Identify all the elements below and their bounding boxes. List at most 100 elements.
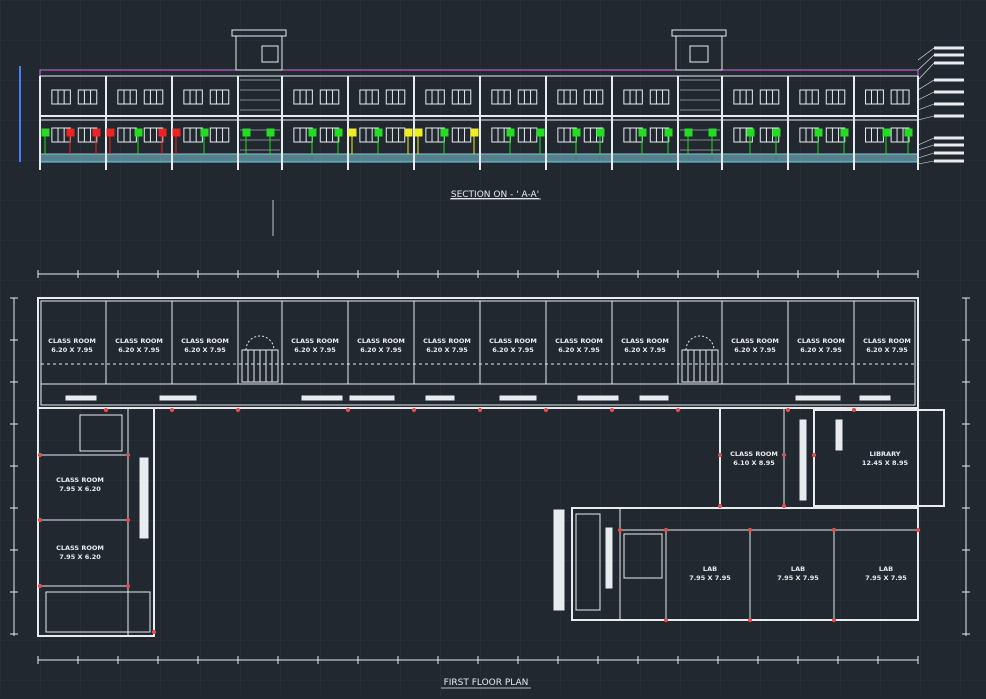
column-marker (235, 407, 241, 413)
fixture (605, 527, 613, 589)
column-marker (37, 452, 43, 458)
section-leader (917, 159, 964, 165)
section-door (536, 128, 545, 154)
column-marker (663, 527, 669, 533)
column-marker (345, 407, 351, 413)
section-leader (917, 151, 964, 159)
column-marker (103, 407, 109, 413)
section-door (414, 128, 423, 154)
section-window (649, 89, 670, 105)
room-name: CLASS ROOM (555, 337, 603, 345)
section-door (746, 128, 755, 154)
section-window (557, 89, 577, 105)
stair-tower-left-window (261, 45, 279, 63)
section-door (66, 128, 75, 154)
room-dimension: 6.20 X 7.95 (184, 346, 226, 354)
room-name: CLASS ROOM (423, 337, 471, 345)
section-door (172, 128, 181, 154)
room-name: LAB (703, 565, 717, 573)
room-dimension: 7.95 X 6.20 (59, 485, 101, 493)
corridor-window (65, 395, 97, 401)
section-door (134, 128, 143, 154)
room-dimension: 12.45 X 8.95 (862, 459, 909, 467)
column-marker (675, 407, 681, 413)
column-marker (831, 617, 837, 623)
plan-title: FIRST FLOOR PLAN (444, 678, 529, 688)
column-marker (37, 583, 43, 589)
section-door (470, 128, 479, 154)
fixture (139, 457, 149, 539)
corridor-window (425, 395, 455, 401)
column-marker (781, 452, 787, 458)
section-window (825, 89, 846, 105)
room-name: LAB (791, 565, 805, 573)
section-door (664, 128, 673, 154)
corridor-window (859, 395, 891, 401)
fixture (799, 419, 807, 501)
room-name: CLASS ROOM (56, 476, 104, 484)
column-marker (785, 407, 791, 413)
room-name: CLASS ROOM (115, 337, 163, 345)
room-name: LIBRARY (870, 450, 901, 458)
section-window (143, 89, 164, 105)
section-leader (917, 102, 964, 111)
column-marker (617, 527, 623, 533)
section-window (491, 89, 511, 105)
column-marker (915, 527, 921, 533)
lab-toilet (575, 513, 601, 611)
fixture (835, 419, 843, 451)
section-window (293, 89, 313, 105)
toilet-block (45, 591, 151, 633)
top-wing-wall-inner (40, 300, 916, 406)
column-marker (717, 503, 723, 509)
stair (681, 335, 719, 383)
corridor-window (795, 395, 841, 401)
corridor-window (301, 395, 343, 401)
section-leader (917, 143, 964, 151)
column-marker (37, 517, 43, 523)
section-elevation (19, 29, 964, 170)
room-dimension: 6.20 X 7.95 (624, 346, 666, 354)
room-dimension: 6.20 X 7.95 (866, 346, 908, 354)
room-dimension: 6.20 X 7.95 (558, 346, 600, 354)
section-door (158, 128, 167, 154)
room-name: CLASS ROOM (181, 337, 229, 345)
section-window (733, 89, 753, 105)
corridor-window (577, 395, 619, 401)
section-window (209, 89, 230, 105)
fixture (553, 509, 565, 611)
column-marker (831, 527, 837, 533)
corridor-window (639, 395, 669, 401)
section-window (759, 89, 780, 105)
room-name: CLASS ROOM (48, 337, 96, 345)
section-door (41, 128, 50, 154)
section-window (425, 89, 445, 105)
room-name: CLASS ROOM (291, 337, 339, 345)
section-door (772, 128, 781, 154)
section-window (385, 89, 406, 105)
room-dimension: 6.20 X 7.95 (426, 346, 468, 354)
section-door (572, 128, 581, 154)
section-leader (917, 90, 964, 101)
column-marker (811, 452, 817, 458)
section-door (904, 128, 913, 154)
section-door (506, 128, 515, 154)
stair-tower-left-roof (231, 29, 287, 37)
room-name: CLASS ROOM (56, 544, 104, 552)
section-door (882, 128, 891, 154)
column-marker (125, 517, 131, 523)
room-name: LAB (879, 565, 893, 573)
section-window (451, 89, 472, 105)
room-name: CLASS ROOM (730, 450, 778, 458)
